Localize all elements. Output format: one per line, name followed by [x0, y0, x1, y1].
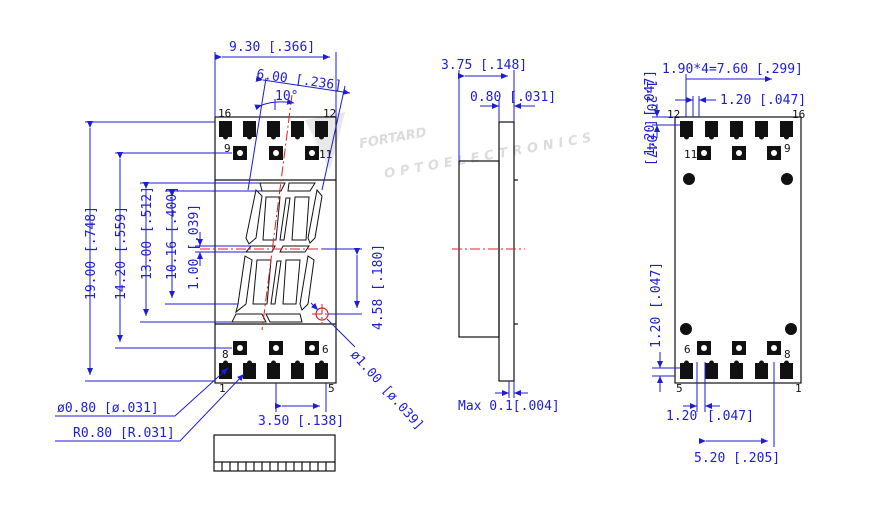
front-top-pads — [219, 121, 328, 140]
front-pin-12: 12 — [323, 107, 336, 120]
watermark: FORTARD OPTOELECTRONICS — [305, 112, 598, 182]
dim-back-bot-span: 5.20 [.205] — [694, 451, 780, 466]
back-top-pads — [680, 121, 793, 140]
dim-slant: 10° — [275, 89, 298, 104]
back-pin-6: 6 — [684, 343, 691, 356]
sixteen-segment-digit — [231, 182, 329, 323]
dim-pin-span: 3.50 [.138] — [258, 414, 344, 429]
back-pin-1: 1 — [795, 382, 802, 395]
front-pin-6: 6 — [322, 343, 329, 356]
dim-dp-offset: 4.58 [.180] — [371, 244, 386, 330]
dim-side-depth: 3.75 [.148] — [441, 58, 527, 73]
side-view: 3.75 [.148] 0.80 [.031] Max 0.1[.004] — [441, 58, 560, 414]
dim-side-max: Max 0.1[.004] — [458, 399, 560, 414]
dim-total-width: 9.30 [.366] — [229, 40, 315, 55]
back-view: 12 16 11 9 6 8 5 1 1.90*4=7.60 [.299] 1.… — [643, 62, 806, 466]
front-pin-5: 5 — [328, 382, 335, 395]
dim-height-pins: 14.20 [.559] — [114, 206, 129, 300]
dim-digit-width: 6.00 [.236] — [255, 67, 342, 94]
dim-height-digit: 13.00 [.512] — [140, 186, 155, 280]
back-mount-dot — [781, 173, 793, 185]
front-pin-9: 9 — [224, 142, 231, 155]
front-row2-pads — [233, 146, 319, 160]
dim-back-edge-top-a: 1.20 [.047] — [643, 70, 658, 156]
front-bottom-row1-pads — [233, 341, 319, 355]
back-pin-5: 5 — [676, 382, 683, 395]
back-pin-16: 16 — [792, 108, 805, 121]
back-row2-pads — [697, 146, 781, 160]
front-pin-1: 1 — [219, 382, 226, 395]
dim-radius: R0.80 [R.031] — [73, 426, 175, 441]
dim-pad-diameter: ø0.80 [ø.031] — [57, 401, 159, 416]
front-pin-8: 8 — [222, 348, 229, 361]
back-bottom-pads — [680, 360, 793, 379]
back-pin-8: 8 — [784, 348, 791, 361]
back-pin-12: 12 — [667, 108, 680, 121]
dim-back-edge-bot: 1.20 [.047] — [649, 262, 664, 348]
pin-header-bottom-view — [213, 434, 336, 472]
dim-back-pad-top: 1.20 [.047] — [720, 93, 806, 108]
dim-seg-gap-mm: 1.00 [.039] — [187, 204, 202, 290]
back-mount-dot — [683, 173, 695, 185]
back-bottom-row1-pads — [697, 341, 781, 355]
watermark-brand: FORTARD — [358, 125, 428, 152]
dim-back-bot-pad-inch: [.047] — [707, 409, 754, 424]
dim-height-total: 19.00 [.748] — [84, 206, 99, 300]
back-body-outline — [674, 116, 802, 384]
front-pin-16: 16 — [218, 107, 231, 120]
front-view: 16 12 9 11 8 6 1 5 9.30 [.366] 6.00 [.23… — [55, 40, 426, 472]
dim-back-pitch: 1.90*4=7.60 [.299] — [662, 62, 803, 77]
watermark-logo-icon — [305, 112, 345, 170]
back-pin-9: 9 — [784, 142, 791, 155]
front-centerline-slant — [261, 94, 293, 331]
back-mount-dot — [680, 323, 692, 335]
dim-height-seg: 10.16 [.400] — [165, 186, 180, 280]
dim-back-bot-pad: 1.20 — [666, 409, 697, 424]
dim-back-edge-top-b: 1.20 [.047] — [643, 80, 658, 166]
dim-dp-diameter: ø1.00 [ø.039] — [347, 348, 426, 434]
back-pin-11: 11 — [684, 148, 697, 161]
back-mount-dot — [785, 323, 797, 335]
dim-side-board: 0.80 [.031] — [470, 90, 556, 105]
front-bottom-pads — [219, 360, 328, 379]
